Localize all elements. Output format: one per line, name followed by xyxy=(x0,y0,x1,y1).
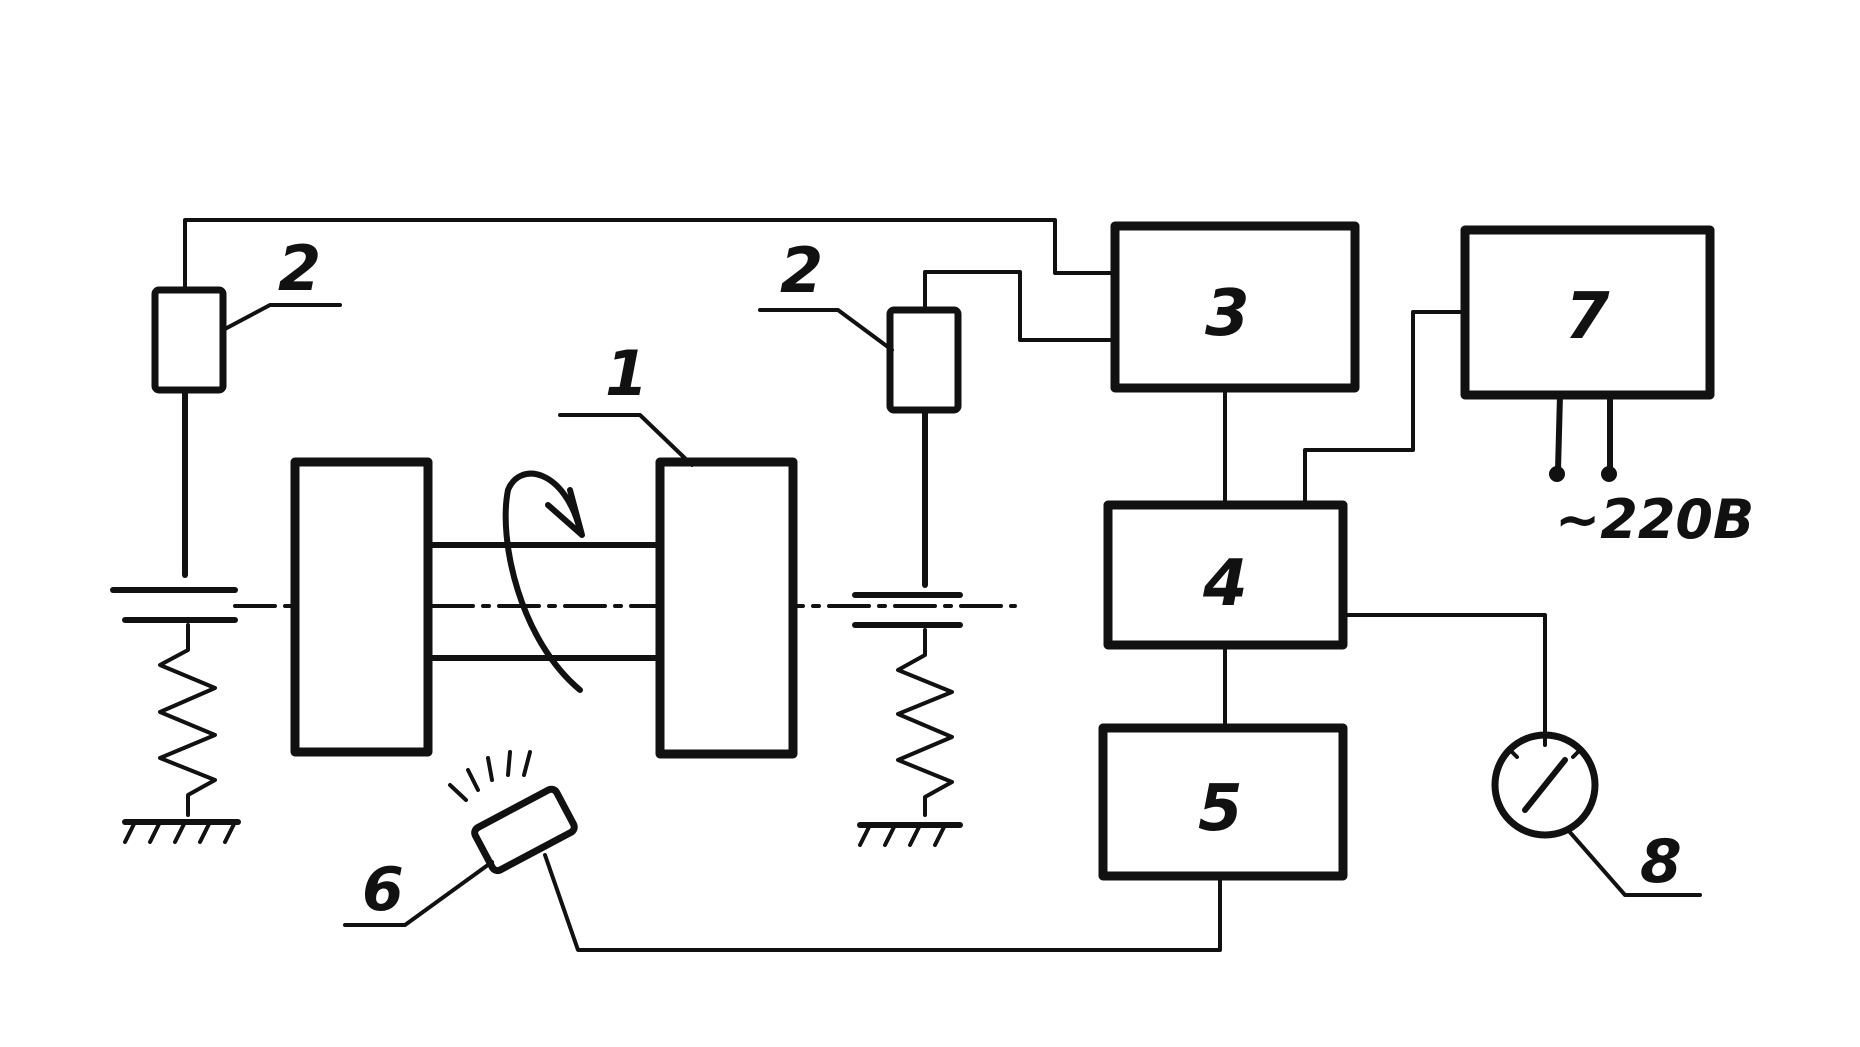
label-gauge-item: 8 xyxy=(1640,827,1682,897)
block-4 xyxy=(1103,500,1348,650)
right-ground-hatch xyxy=(858,823,947,847)
labels: 2 2 1 3 4 5 7 6 8 ~220В xyxy=(278,232,1754,925)
wire-block-4-to-gauge xyxy=(1341,613,1547,737)
label-sensor-right: 2 xyxy=(780,234,823,307)
wiring xyxy=(183,218,1547,952)
block-3 xyxy=(1110,221,1360,393)
right-support xyxy=(852,306,963,847)
block-5 xyxy=(1098,723,1348,881)
label-sensor-left: 2 xyxy=(278,232,321,305)
wire-block-5-to-lamp xyxy=(543,853,1222,952)
label-block-7: 7 xyxy=(1565,280,1610,354)
leader-lamp xyxy=(343,860,494,927)
leader-lines xyxy=(221,303,1702,927)
rotation-arrowhead xyxy=(545,487,585,538)
wire-right-sensor-to-block-3 xyxy=(923,270,1117,342)
left-spring xyxy=(158,623,217,817)
wire-left-sensor-to-block-3 xyxy=(183,218,1117,292)
left-support xyxy=(110,286,241,844)
lamp-rays xyxy=(448,750,532,802)
supply-terminal-2 xyxy=(1601,466,1617,482)
label-supply: ~220В xyxy=(1555,488,1754,551)
rotor-left-disc xyxy=(290,457,433,757)
gauge-needle xyxy=(1522,757,1568,813)
supply-terminal-1 xyxy=(1549,466,1565,482)
gauge xyxy=(1491,731,1599,839)
supply-lead-1 xyxy=(1555,392,1563,473)
label-shaft-item: 1 xyxy=(605,337,648,410)
strobe-lamp xyxy=(471,785,578,875)
label-lamp-item: 6 xyxy=(362,855,404,925)
leader-sensor-left xyxy=(221,303,342,332)
rotor-right-disc xyxy=(655,457,798,759)
gauge-ticks xyxy=(1508,733,1582,759)
block-7 xyxy=(1460,225,1715,400)
label-block-5: 5 xyxy=(1198,772,1243,846)
right-spring xyxy=(896,628,954,817)
label-block-3: 3 xyxy=(1205,277,1250,351)
leader-sensor-right xyxy=(758,308,894,352)
left-sensor xyxy=(151,286,227,394)
left-ground-hatch xyxy=(123,820,237,844)
rotation-arrow xyxy=(502,470,583,693)
lamp-body xyxy=(471,785,578,875)
label-block-4: 4 xyxy=(1202,547,1248,621)
supply-terminals xyxy=(1549,392,1617,482)
wire-block-4-to-block-7 xyxy=(1303,310,1464,507)
rotor xyxy=(233,457,1017,759)
right-sensor xyxy=(886,306,962,414)
blocks xyxy=(1098,221,1715,881)
leader-gauge xyxy=(1566,828,1702,897)
leader-rotor xyxy=(558,413,694,467)
